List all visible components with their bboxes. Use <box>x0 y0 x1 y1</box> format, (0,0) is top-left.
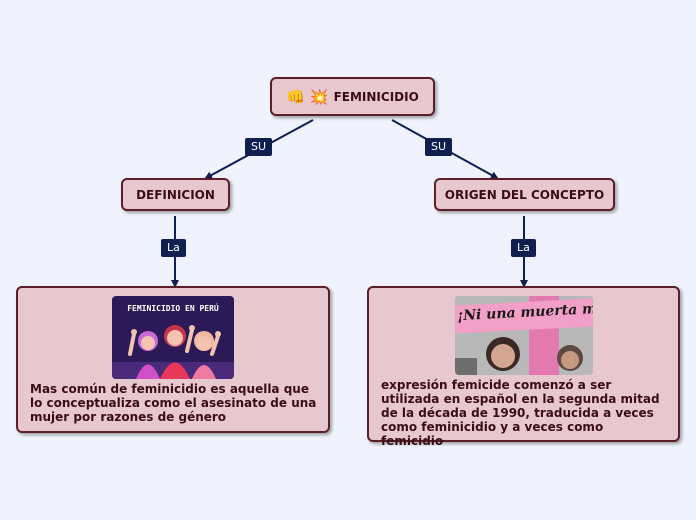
topic-definicion[interactable]: DEFINICION <box>121 178 230 211</box>
ni-una-muerta-mas-image: ¡Ni una muerta más! <box>455 296 593 375</box>
root-title: FEMINICIDIO <box>334 90 419 104</box>
women-raised-fists-illustration <box>112 296 234 379</box>
subtopic-definicion-card[interactable]: FEMINICIDIO EN PERÚ Mas común de feminic… <box>16 286 330 433</box>
origen-text: expresión femicide comenzó a ser utiliza… <box>381 378 668 448</box>
topic-definicion-label: DEFINICION <box>136 188 215 202</box>
definicion-text: Mas común de feminicidio es aquella que … <box>30 382 318 424</box>
feminicidio-peru-image: FEMINICIDIO EN PERÚ <box>112 296 234 379</box>
fist-icon: 👊 <box>286 88 305 106</box>
subtopic-origen-card[interactable]: ¡Ni una muerta más! expresión femicide c… <box>367 286 680 442</box>
connector-label-su-left: SU <box>245 138 272 156</box>
topic-origen-label: ORIGEN DEL CONCEPTO <box>445 188 604 202</box>
topic-origen-del-concepto[interactable]: ORIGEN DEL CONCEPTO <box>434 178 615 211</box>
connector-label-la-right: La <box>511 239 536 257</box>
connector-label-la-left: La <box>161 239 186 257</box>
connector-label-su-right: SU <box>425 138 452 156</box>
root-topic[interactable]: 👊 💥 FEMINICIDIO <box>270 77 435 116</box>
collision-icon: 💥 <box>310 88 329 106</box>
